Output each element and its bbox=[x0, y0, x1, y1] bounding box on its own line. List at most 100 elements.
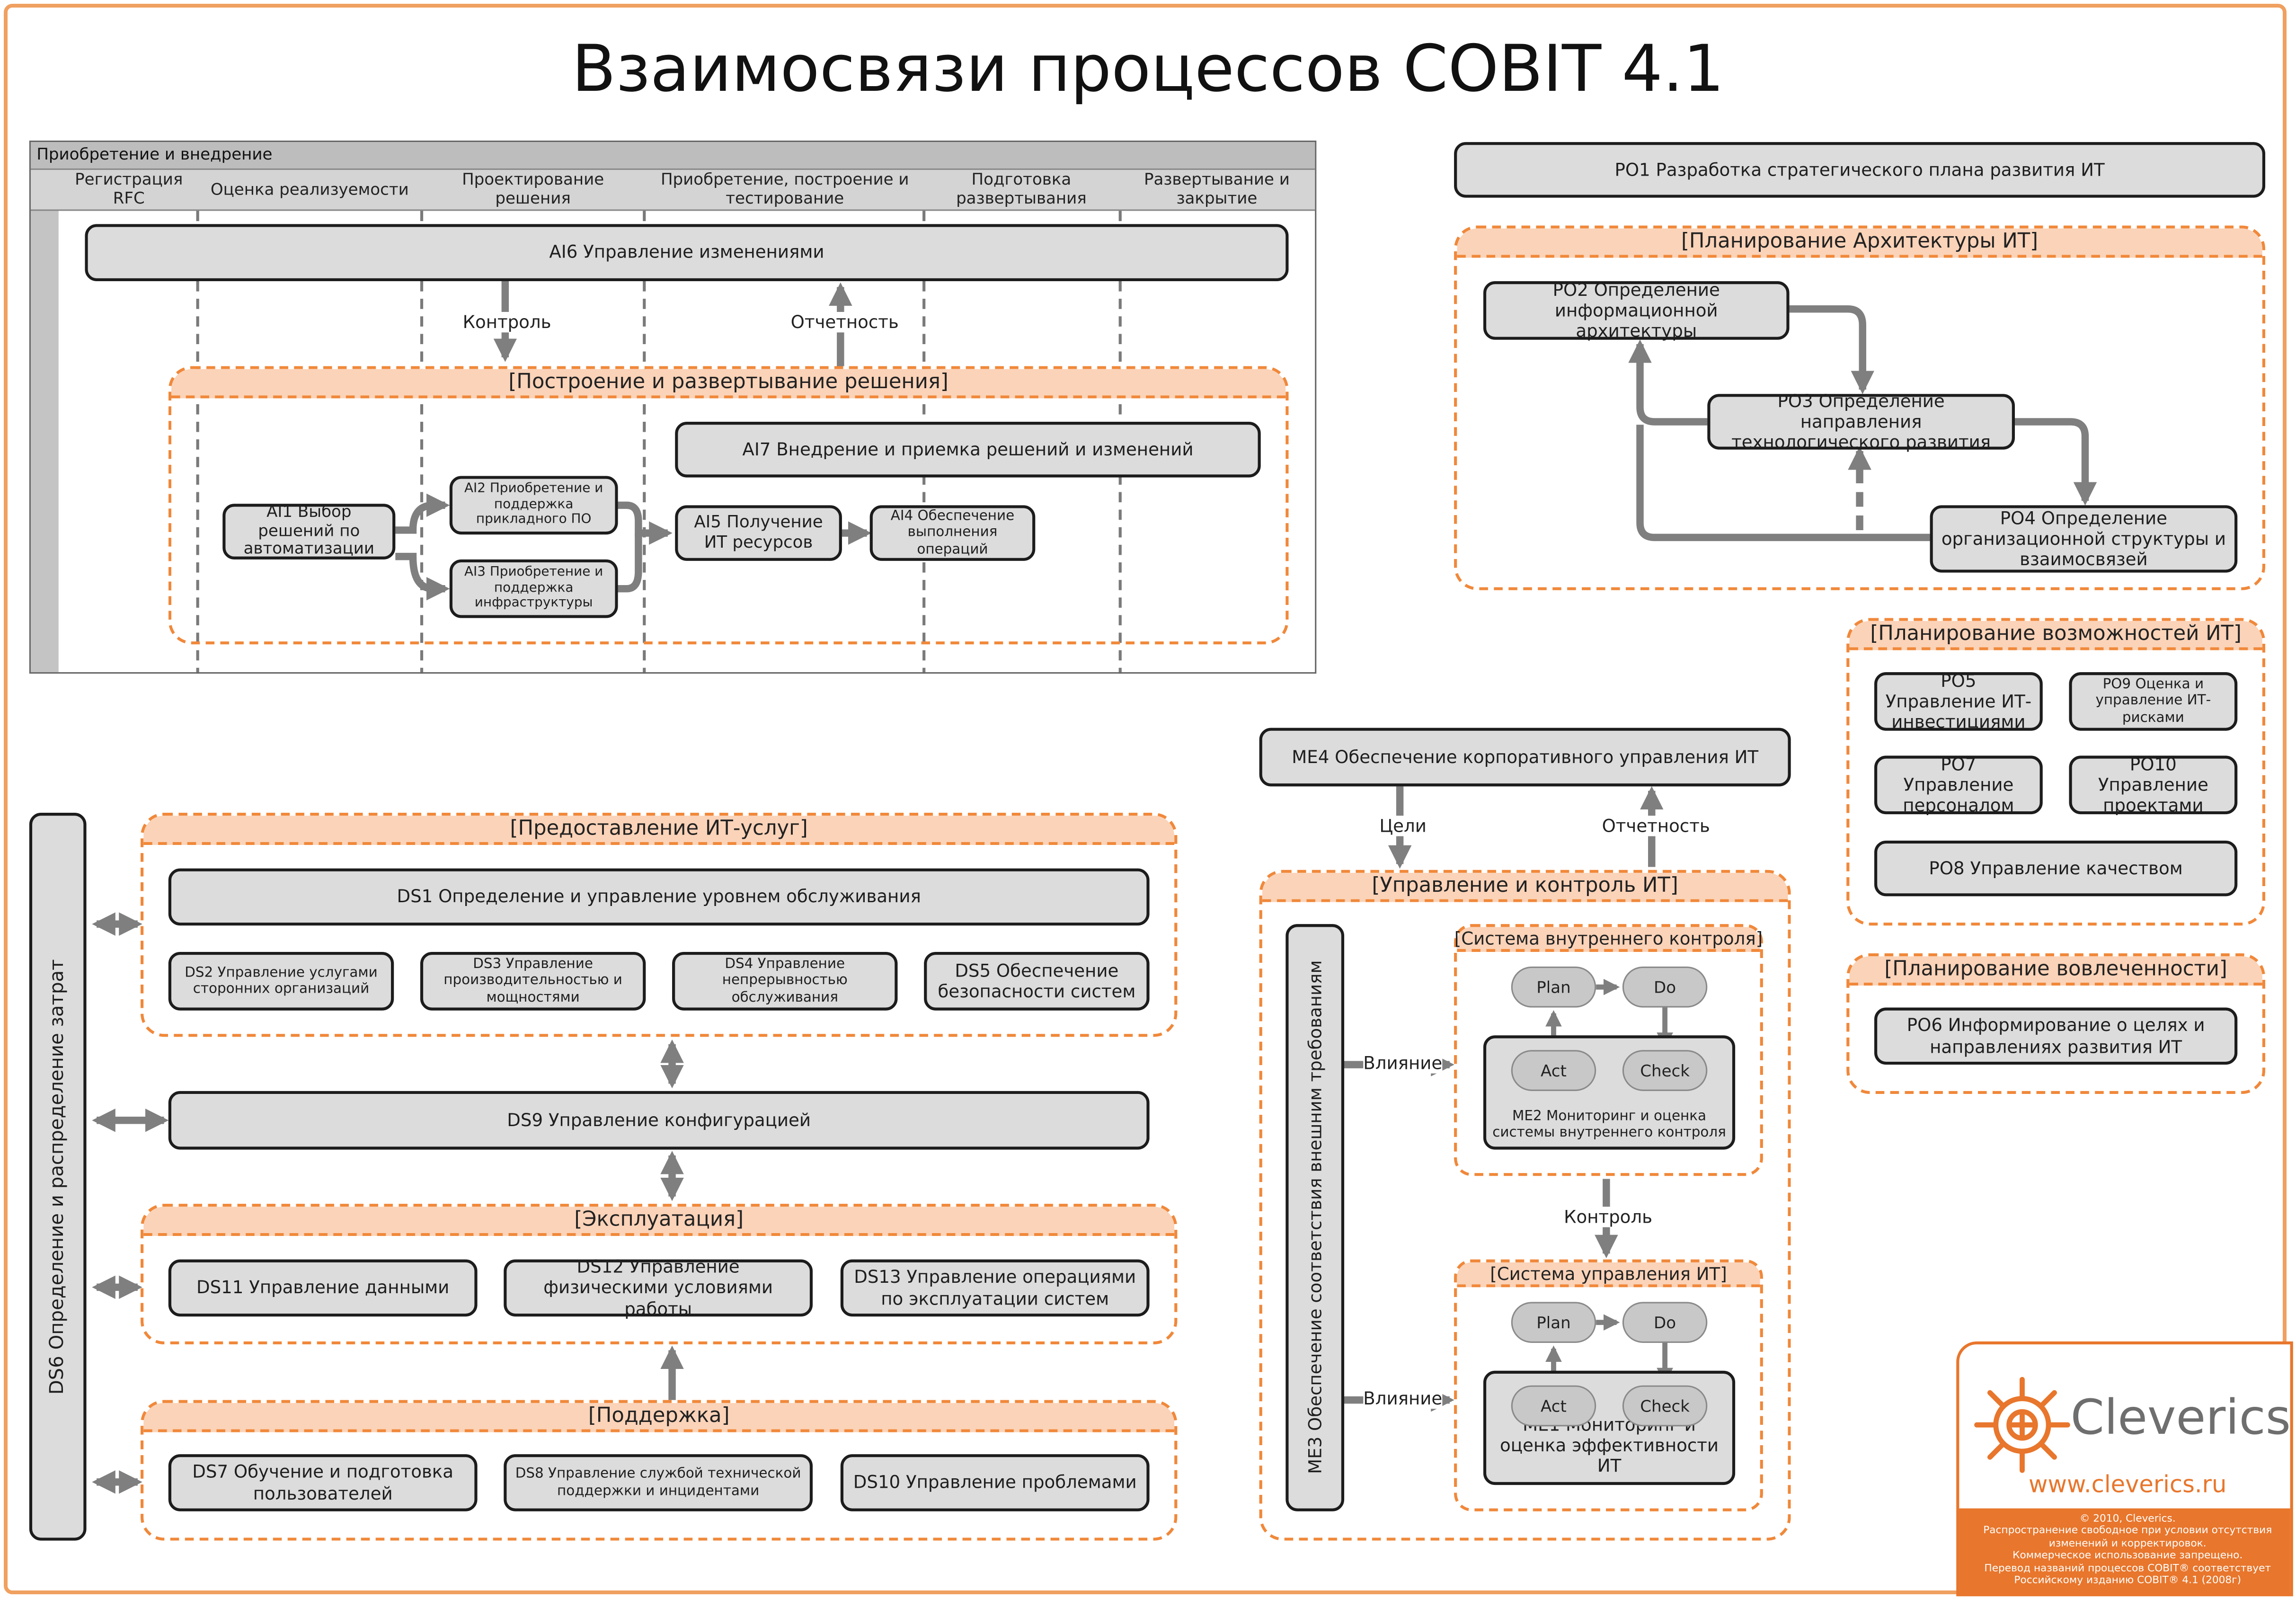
ai-column-feasibility: Оценка реализуемости bbox=[210, 179, 409, 199]
process-po8[interactable]: PO8 Управление качеством bbox=[1874, 840, 2238, 897]
copyright-line-2: Распространение свободное при условии от… bbox=[1983, 1525, 2272, 1537]
ai2-ai5-arrow bbox=[618, 501, 673, 545]
group-capabilities: [Планирование возможностей ИТ] bbox=[1846, 618, 2266, 926]
ai-column-rfc: Регистрация RFC bbox=[75, 170, 183, 208]
ai-frame-title: Приобретение и внедрение bbox=[30, 142, 1315, 169]
group-internal-control-title: [Система внутреннего контроля] bbox=[1454, 927, 1763, 952]
process-ds6-label: DS6 Определение и распределение затрат bbox=[46, 959, 69, 1395]
po2-po3-arrow bbox=[1789, 305, 1875, 394]
process-me2-label: ME2 Мониторинг и оценка системы внутренн… bbox=[1492, 1108, 1726, 1141]
group-service-delivery: [Предоставление ИТ-услуг] bbox=[141, 813, 1178, 1037]
ai-column-prepare: Подготовка развертывания bbox=[956, 170, 1087, 208]
cleverics-logo-icon bbox=[1974, 1377, 2070, 1473]
outer-frame bbox=[4, 4, 2287, 1594]
group-it-management-title: [Система управления ИТ] bbox=[1457, 1262, 1760, 1288]
group-me-control: [Управление и контроль ИТ] bbox=[1259, 870, 1791, 1541]
process-po9[interactable]: PO9 Оценка и управление ИТ-рисками bbox=[2069, 672, 2238, 731]
process-po2[interactable]: PO2 Определение информационной архитекту… bbox=[1483, 279, 1790, 341]
copyright-line-6: Российскому изданию COBIT® 4.1 (2008г) bbox=[2014, 1574, 2242, 1586]
pdca-act-1: Act bbox=[1511, 1050, 1596, 1091]
group-support: [Поддержка] bbox=[141, 1400, 1178, 1541]
process-ai4[interactable]: AI4 Обеспечение выполнения операций bbox=[869, 505, 1036, 561]
group-operations: [Эксплуатация] bbox=[141, 1204, 1178, 1345]
process-ai3[interactable]: AI3 Приобретение и поддержка инфраструкт… bbox=[449, 559, 618, 618]
me-influence-label-1: Влияние bbox=[1363, 1053, 1443, 1074]
pdca-do-2: Do bbox=[1622, 1302, 1708, 1343]
logo-name: Cleverics bbox=[2070, 1388, 2291, 1446]
process-ds1[interactable]: DS1 Определение и управление уровнем обс… bbox=[168, 868, 1150, 926]
ai1-ai2-arrow bbox=[395, 493, 450, 534]
me-goals-label: Цели bbox=[1379, 816, 1427, 836]
process-ds6[interactable]: DS6 Определение и распределение затрат bbox=[29, 813, 87, 1541]
group-architecture: [Планирование Архитектуры ИТ] bbox=[1454, 225, 2266, 590]
copyright-line-4: Коммерческое использование запрещено. bbox=[2012, 1549, 2243, 1562]
process-me4[interactable]: ME4 Обеспечение корпоративного управлени… bbox=[1259, 728, 1791, 787]
po3-po4-arrow bbox=[2015, 418, 2097, 506]
process-po5[interactable]: PO5 Управление ИТ-инвестициями bbox=[1874, 670, 2043, 732]
me-control-label: Контроль bbox=[1564, 1207, 1653, 1227]
pdca-plan-2: Plan bbox=[1511, 1302, 1596, 1343]
process-po1[interactable]: PO1 Разработка стратегического плана раз… bbox=[1454, 142, 2266, 198]
pdca-plan-1: Plan bbox=[1511, 966, 1596, 1008]
process-ai6[interactable]: AI6 Управление изменениями bbox=[85, 224, 1289, 281]
ai-report-label: Отчетность bbox=[790, 311, 899, 333]
ai-columns-header bbox=[30, 168, 1315, 211]
group-support-title: [Поддержка] bbox=[143, 1403, 1175, 1432]
process-me3-label: ME3 Обеспечение соответствия внешним тре… bbox=[1304, 960, 1325, 1475]
copyright-line-5: Перевод названий процессов COBIT® соотве… bbox=[1984, 1562, 2271, 1574]
group-build-deploy-title: [Построение и развертывание решения] bbox=[171, 369, 1286, 399]
pdca-check-2: Check bbox=[1622, 1385, 1708, 1427]
process-po4[interactable]: PO4 Определение организационной структур… bbox=[1930, 505, 2238, 573]
group-capabilities-title: [Планирование возможностей ИТ] bbox=[1849, 621, 2262, 650]
process-ds7[interactable]: DS7 Обучение и подготовка пользователей bbox=[168, 1454, 478, 1511]
logo-panel: Cleverics www.cleverics.ru © 2010, Cleve… bbox=[1956, 1341, 2293, 1597]
process-me3[interactable]: ME3 Обеспечение соответствия внешним тре… bbox=[1285, 924, 1345, 1511]
ai-column-deploy: Развертывание и закрытие bbox=[1144, 170, 1290, 208]
logo-footer: © 2010, Cleverics. Распространение свобо… bbox=[1959, 1508, 2290, 1593]
group-operations-title: [Эксплуатация] bbox=[143, 1207, 1175, 1236]
process-ds13[interactable]: DS13 Управление операциями по эксплуатац… bbox=[840, 1259, 1150, 1317]
po3-po2-arrow bbox=[1628, 339, 1708, 426]
group-me-control-title: [Управление и контроль ИТ] bbox=[1262, 872, 1788, 902]
logo-url[interactable]: www.cleverics.ru bbox=[2029, 1470, 2227, 1498]
page-title: Взаимосвязи процессов COBIT 4.1 bbox=[572, 32, 1724, 107]
copyright-line-3: изменений и корректировок. bbox=[2048, 1537, 2207, 1549]
process-ds2[interactable]: DS2 Управление услугами сторонних органи… bbox=[168, 951, 394, 1011]
process-po7[interactable]: PO7 Управление персоналом bbox=[1874, 754, 2043, 816]
group-build-deploy: [Построение и развертывание решения] bbox=[168, 366, 1289, 645]
ai1-ai3-arrow bbox=[395, 552, 450, 601]
process-ai5[interactable]: AI5 Получение ИТ ресурсов bbox=[675, 505, 842, 561]
group-service-delivery-title: [Предоставление ИТ-услуг] bbox=[143, 816, 1175, 845]
pdca-act-2: Act bbox=[1511, 1385, 1596, 1427]
process-ds4[interactable]: DS4 Управление непрерывностью обслуживан… bbox=[672, 951, 898, 1011]
process-po10[interactable]: PO10 Управление проектами bbox=[2069, 754, 2238, 816]
process-po6[interactable]: PO6 Информирование о целях и направления… bbox=[1874, 1007, 2238, 1065]
ai-control-label: Контроль bbox=[462, 311, 551, 333]
process-ai2[interactable]: AI2 Приобретение и поддержка прикладного… bbox=[449, 476, 618, 535]
me-report-label: Отчетность bbox=[1602, 816, 1710, 836]
process-ds9[interactable]: DS9 Управление конфигурацией bbox=[168, 1091, 1150, 1150]
process-ds11[interactable]: DS11 Управление данными bbox=[168, 1259, 478, 1317]
process-ai7[interactable]: AI7 Внедрение и приемка решений и измене… bbox=[675, 422, 1261, 478]
ai-lane-strip bbox=[30, 211, 59, 673]
group-it-management: [Система управления ИТ] bbox=[1454, 1259, 1763, 1511]
group-internal-control: [Система внутреннего контроля] bbox=[1454, 924, 1763, 1176]
ai3-ai5-arrow bbox=[618, 533, 642, 593]
process-ds12[interactable]: DS12 Управление физическими условиями ра… bbox=[504, 1257, 813, 1319]
pdca-do-1: Do bbox=[1622, 966, 1708, 1008]
process-ds10[interactable]: DS10 Управление проблемами bbox=[840, 1454, 1150, 1511]
po4-po2-arrow bbox=[1636, 425, 1930, 542]
ai-column-design: Проектирование решения bbox=[462, 170, 604, 208]
process-ds8[interactable]: DS8 Управление службой технической подде… bbox=[504, 1454, 813, 1511]
group-architecture-title: [Планирование Архитектуры ИТ] bbox=[1457, 228, 2262, 258]
copyright-line-1: © 2010, Cleverics. bbox=[2079, 1512, 2176, 1525]
process-ds5[interactable]: DS5 Обеспечение безопасности систем bbox=[924, 951, 1150, 1011]
process-ai1[interactable]: AI1 Выбор решений по автоматизации bbox=[222, 502, 396, 560]
me-influence-label-2: Влияние bbox=[1363, 1388, 1443, 1409]
group-involvement-title: [Планирование вовлеченности] bbox=[1849, 956, 2262, 986]
group-involvement: [Планирование вовлеченности] bbox=[1846, 953, 2266, 1094]
process-ds3[interactable]: DS3 Управление производительностью и мощ… bbox=[420, 951, 646, 1011]
pdca-check-1: Check bbox=[1622, 1050, 1708, 1091]
process-po3[interactable]: PO3 Определение направления технологичес… bbox=[1707, 391, 2015, 453]
